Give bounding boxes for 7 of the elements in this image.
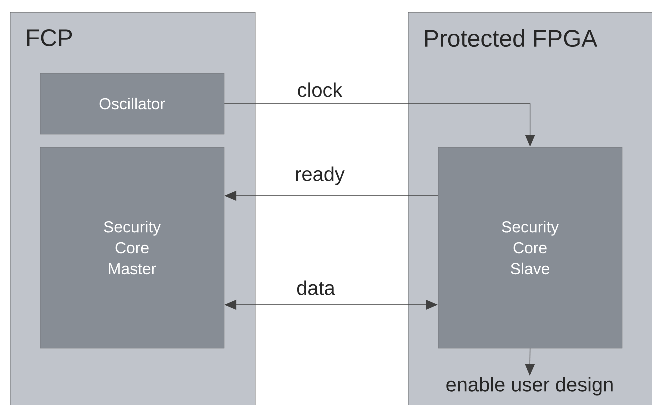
process-box: Security Core Master <box>40 147 225 349</box>
edge-label: ready <box>296 166 345 186</box>
process-box: Security Core Slave <box>438 147 623 349</box>
edge-label: data <box>297 280 336 296</box>
output-label: enable user design <box>446 377 613 396</box>
edge-label: clock <box>298 82 343 98</box>
process-box: Oscillator <box>40 73 225 135</box>
